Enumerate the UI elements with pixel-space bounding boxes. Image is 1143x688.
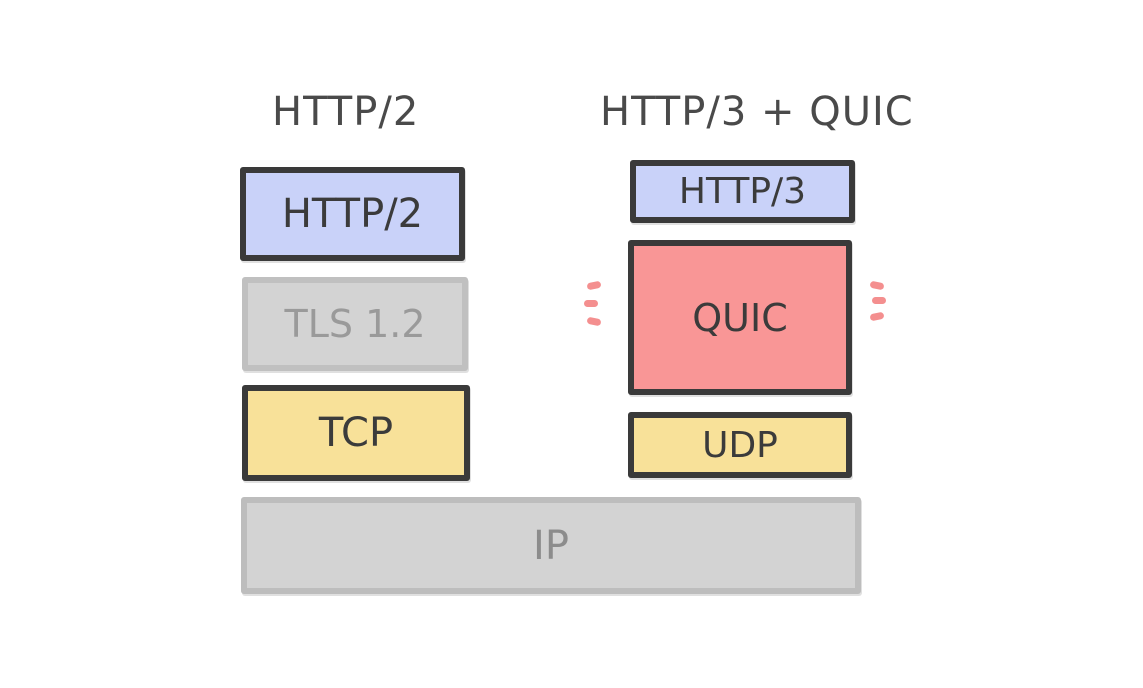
layer-quic-label: QUIC: [692, 295, 788, 340]
emphasis-mark-right-mid: [872, 297, 886, 304]
layer-tls12-label: TLS 1.2: [284, 302, 426, 346]
layer-quic: QUIC: [628, 240, 852, 395]
heading-http3-quic-stack: HTTP/3 + QUIC: [600, 89, 914, 135]
layer-udp-label: UDP: [702, 424, 778, 466]
emphasis-mark-left-top: [586, 280, 602, 291]
emphasis-mark-left-bottom: [586, 316, 602, 327]
layer-tls12: TLS 1.2: [242, 277, 468, 371]
emphasis-mark-right-top: [869, 280, 885, 291]
layer-tcp: TCP: [242, 385, 470, 481]
layer-http2: HTTP/2: [240, 167, 465, 261]
layer-ip-label: IP: [533, 522, 569, 569]
layer-ip: IP: [241, 497, 861, 594]
heading-http2-stack: HTTP/2: [272, 89, 420, 135]
emphasis-mark-right-bottom: [869, 311, 885, 322]
layer-http2-label: HTTP/2: [281, 191, 424, 237]
layer-http3-label: HTTP/3: [678, 171, 807, 212]
layer-udp: UDP: [628, 412, 852, 478]
layer-tcp-label: TCP: [318, 410, 394, 456]
emphasis-mark-left-mid: [584, 300, 598, 307]
layer-http3: HTTP/3: [630, 160, 855, 223]
